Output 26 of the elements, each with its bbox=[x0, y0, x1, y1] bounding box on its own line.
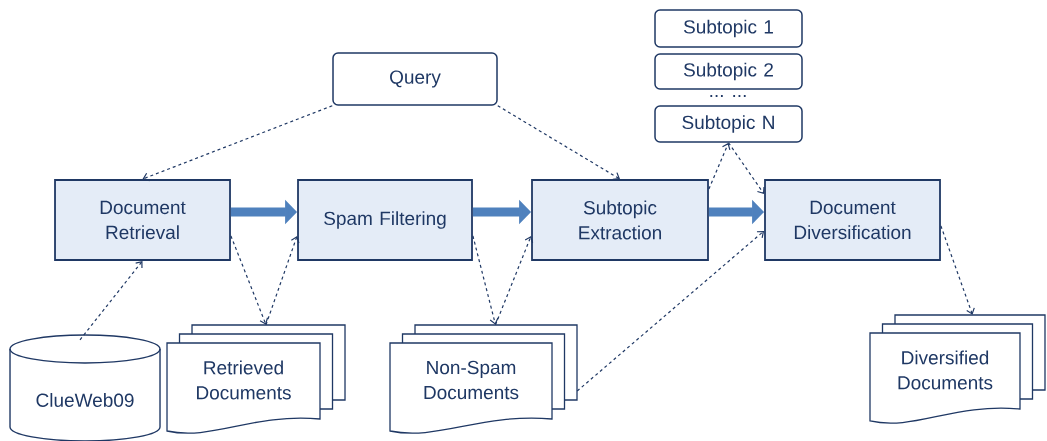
dashed-arrow bbox=[497, 105, 620, 181]
document-stack: Diversified Documents bbox=[869, 314, 1046, 424]
document-stack: Non-Spam Documents bbox=[389, 324, 578, 434]
document-stack: Retrieved Documents bbox=[166, 324, 346, 434]
dashed-arrow bbox=[230, 235, 269, 325]
dashed-arrow bbox=[708, 142, 731, 190]
rounded-box: Subtopic 1 bbox=[654, 9, 803, 48]
rounded-box: Subtopic 2 bbox=[654, 53, 803, 90]
process-box: Subtopic Extraction bbox=[531, 179, 709, 261]
dashed-arrow bbox=[142, 105, 333, 182]
dashed-arrow bbox=[727, 142, 765, 195]
process-box: Spam Filtering bbox=[297, 179, 473, 261]
process-box: Document Diversification bbox=[764, 179, 941, 261]
node-label: Non-Spam Documents bbox=[424, 360, 519, 400]
dashed-arrow bbox=[79, 260, 143, 341]
database-cylinder: ClueWeb09 bbox=[9, 334, 161, 441]
dashed-arrow bbox=[472, 235, 499, 325]
dashed-arrow bbox=[940, 225, 975, 315]
ellipsis-label: ... ... bbox=[710, 95, 746, 97]
node-label: Retrieved Documents bbox=[197, 360, 291, 400]
dashed-arrow bbox=[494, 235, 534, 326]
node-label: Diversified Documents bbox=[898, 350, 993, 390]
process-box: Document Retrieval bbox=[54, 179, 231, 261]
dashed-arrow bbox=[265, 235, 300, 326]
rounded-box: Query bbox=[332, 52, 498, 106]
rounded-box: Subtopic N bbox=[654, 105, 803, 143]
